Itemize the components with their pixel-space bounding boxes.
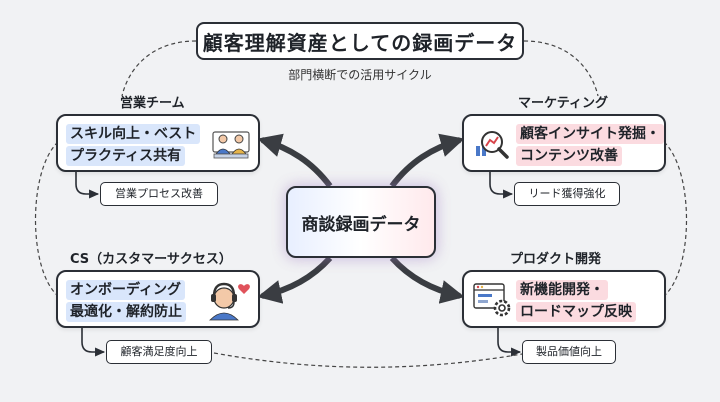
cs-line-2: 最適化・解約防止	[66, 302, 186, 322]
product-line-2: ロードマップ反映	[516, 302, 636, 322]
sales-line-1: スキル向上・ベスト	[66, 124, 201, 144]
product-card: 新機能開発・ ロードマップ反映	[462, 270, 666, 328]
arrow-to-sales	[257, 133, 333, 188]
diagram-title: 顧客理解資産としての録画データ	[196, 22, 524, 60]
arrow-to-cs	[257, 255, 333, 304]
cs-outcome-pill: 顧客満足度向上	[106, 340, 212, 364]
cycle-dashed-top-right	[523, 40, 599, 97]
marketing-line-2: コンテンツ改善	[516, 146, 622, 166]
marketing-label: マーケティング	[518, 96, 608, 111]
two-people-meeting-icon	[212, 131, 250, 159]
marketing-line-1: 顧客インサイト発掘・	[516, 124, 664, 144]
product-line-1: 新機能開発・	[516, 280, 608, 300]
cs-card: オンボーディング 最適化・解約防止	[56, 270, 260, 328]
cycle-dashed-right	[663, 141, 688, 297]
arrow-cs-outcome	[81, 326, 106, 357]
product-outcome-pill: 製品価値向上	[522, 340, 616, 364]
arrow-sales-outcome	[75, 170, 100, 199]
marketing-outcome-pill: リード獲得強化	[514, 182, 620, 206]
marketing-card: 顧客インサイト発掘・ コンテンツ改善	[462, 114, 666, 172]
arrow-to-marketing	[389, 133, 465, 188]
sales-outcome-pill: 営業プロセス改善	[100, 182, 218, 206]
cycle-dashed-left	[34, 141, 59, 297]
browser-gear-icon	[473, 283, 511, 317]
cycle-dashed-bottom	[213, 352, 529, 368]
arrow-to-product	[389, 255, 465, 304]
sales-line-2: プラクティス共有	[66, 146, 186, 166]
product-label: プロダクト開発	[510, 252, 602, 267]
sales-label: 営業チーム	[120, 96, 185, 111]
cs-label: CS（カスタマーサクセス）	[70, 252, 232, 267]
sales-card: スキル向上・ベスト プラクティス共有	[56, 114, 260, 172]
chart-magnifier-icon	[476, 131, 509, 159]
cycle-dashed-top-left	[121, 40, 197, 97]
arrow-marketing-outcome	[489, 170, 514, 199]
diagram-subtitle: 部門横断での活用サイクル	[288, 68, 432, 82]
support-agent-heart-icon	[209, 282, 250, 321]
arrow-product-outcome	[497, 326, 522, 357]
cs-line-1: オンボーディング	[66, 280, 186, 300]
center-node: 商談録画データ	[286, 186, 436, 258]
